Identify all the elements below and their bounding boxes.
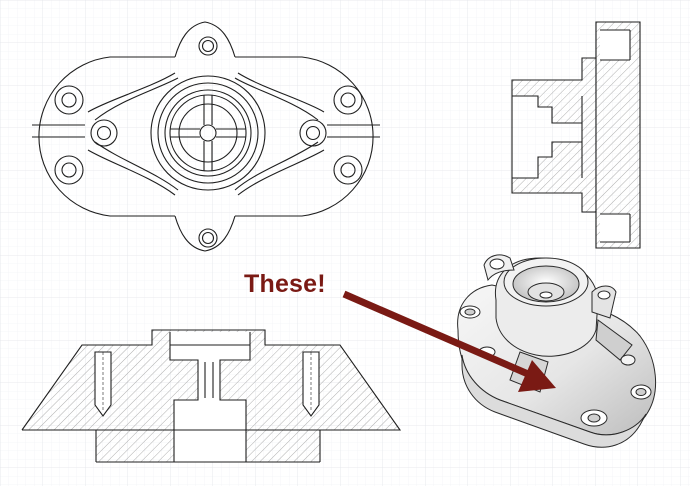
rib-diamond xyxy=(94,77,319,191)
side-section-outline xyxy=(511,21,641,249)
callout-arrow xyxy=(342,290,556,392)
bottom-lug xyxy=(174,215,236,252)
bolt-hole-ur xyxy=(333,85,363,115)
callout-label: These! xyxy=(244,270,326,298)
bolt-hole-ml xyxy=(90,119,118,147)
hub-mid xyxy=(157,82,259,184)
bolt-hole-top xyxy=(198,36,218,56)
top-lug xyxy=(174,21,236,58)
bolt-hole-ll xyxy=(54,155,84,185)
bolt-hole-mr xyxy=(299,119,327,147)
bolt-hole-bottom xyxy=(198,228,218,248)
hub-outer xyxy=(150,75,266,191)
top-view xyxy=(32,21,380,252)
side-section-view xyxy=(511,21,641,249)
front-section-view xyxy=(21,329,402,463)
bolt-hole-ul xyxy=(54,85,84,115)
center-bore xyxy=(199,124,217,142)
front-section-outline xyxy=(21,329,402,431)
bolt-hole-lr xyxy=(333,155,363,185)
arrowhead xyxy=(518,360,556,392)
